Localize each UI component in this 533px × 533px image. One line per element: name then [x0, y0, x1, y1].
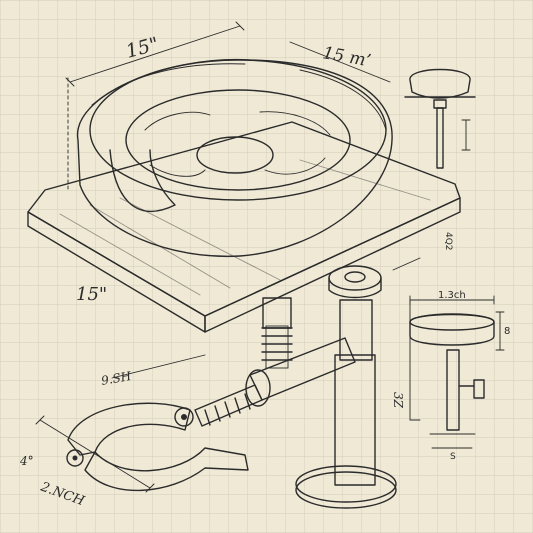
side-detail-right	[409, 295, 505, 449]
label-side-height: 8	[504, 326, 510, 337]
cushion-bed	[77, 58, 393, 258]
wooden-board	[27, 121, 461, 333]
label-arm-length: 9.SH	[100, 369, 133, 388]
label-side-small: S	[450, 452, 456, 462]
label-board-side: 15"	[76, 284, 107, 305]
label-side-width: 1.3ch	[438, 290, 466, 301]
dimension-lines	[35, 21, 421, 493]
side-detail-top	[404, 68, 476, 169]
label-side-top: 4Q2	[443, 232, 453, 251]
arm-assembly	[194, 337, 356, 427]
c-clamp	[66, 402, 249, 492]
column-stand	[295, 265, 397, 509]
support-post	[261, 297, 293, 369]
label-post-height: 3Z	[391, 392, 405, 409]
label-clamp-small: 4°	[19, 454, 34, 468]
